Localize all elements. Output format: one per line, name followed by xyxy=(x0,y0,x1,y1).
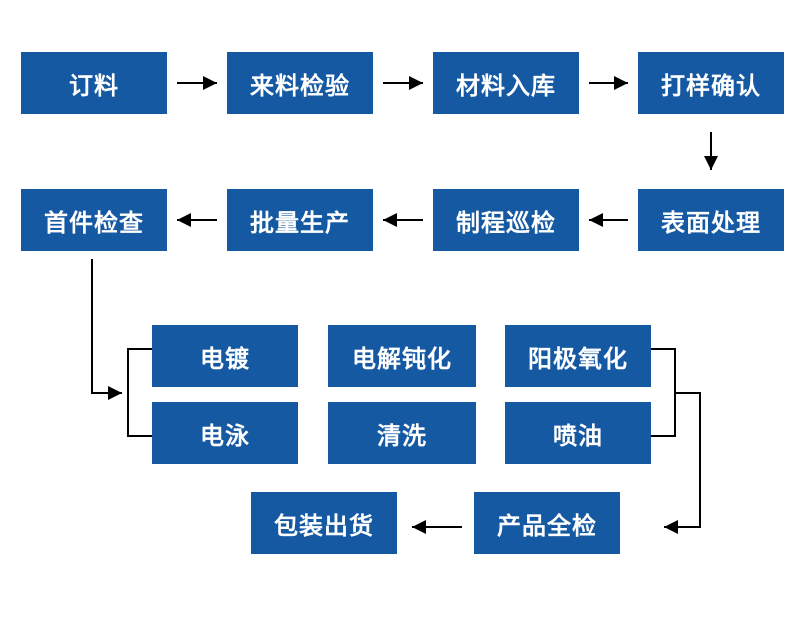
bracket-right-treatments xyxy=(651,348,676,437)
step-order-materials: 订料 xyxy=(21,52,167,114)
treatment-spray-painting: 喷油 xyxy=(505,402,651,464)
step-label: 来料检验 xyxy=(250,71,350,100)
step-mass-production: 批量生产 xyxy=(227,189,373,251)
step-packing-shipping: 包装出货 xyxy=(251,492,397,554)
step-label: 制程巡检 xyxy=(456,208,556,237)
step-label: 电镀 xyxy=(200,344,250,373)
step-label: 产品全检 xyxy=(497,511,597,540)
step-label: 批量生产 xyxy=(250,208,350,237)
step-label: 包装出货 xyxy=(274,511,374,540)
step-full-product-inspection: 产品全检 xyxy=(474,492,620,554)
treatment-electrolytic-passivation: 电解钝化 xyxy=(328,325,476,387)
bracket-left-treatments xyxy=(127,348,152,437)
step-label: 阳极氧化 xyxy=(528,344,628,373)
step-label: 表面处理 xyxy=(661,208,761,237)
step-process-patrol-inspection: 制程巡检 xyxy=(433,189,579,251)
treatment-electrophoresis: 电泳 xyxy=(152,402,298,464)
step-label: 清洗 xyxy=(377,421,427,450)
step-label: 首件检查 xyxy=(44,208,144,237)
step-surface-treatment: 表面处理 xyxy=(638,189,784,251)
treatment-electroplating: 电镀 xyxy=(152,325,298,387)
connector-treatments-to-full-inspection xyxy=(664,392,701,534)
connector-first-article-to-treatments xyxy=(91,259,122,400)
step-label: 电解钝化 xyxy=(352,344,452,373)
step-incoming-inspection: 来料检验 xyxy=(227,52,373,114)
step-first-article-inspection: 首件检查 xyxy=(21,189,167,251)
treatment-cleaning: 清洗 xyxy=(328,402,476,464)
step-label: 电泳 xyxy=(200,421,250,450)
step-label: 喷油 xyxy=(553,421,603,450)
step-label: 订料 xyxy=(69,71,119,100)
treatment-anodizing: 阳极氧化 xyxy=(505,325,651,387)
step-label: 打样确认 xyxy=(661,71,761,100)
step-label: 材料入库 xyxy=(456,71,556,100)
step-material-storage: 材料入库 xyxy=(433,52,579,114)
step-sample-confirmation: 打样确认 xyxy=(638,52,784,114)
